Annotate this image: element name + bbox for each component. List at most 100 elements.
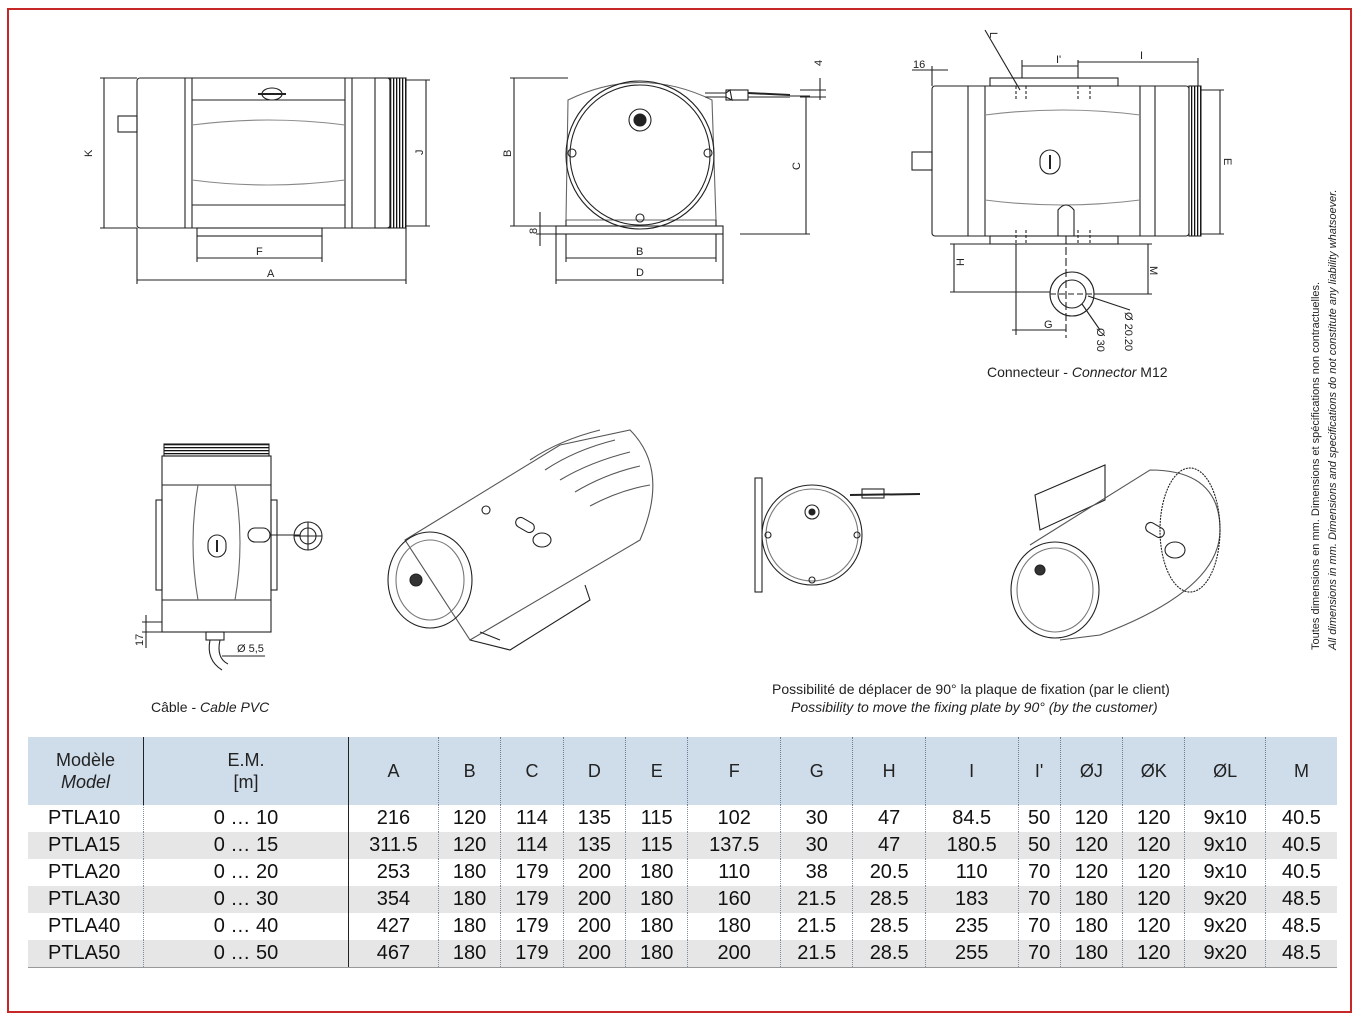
plate-caption-en: Possibility to move the fixing plate by … xyxy=(791,699,1158,715)
dim-label-d: D xyxy=(636,267,644,279)
cell: 180 xyxy=(437,886,501,913)
dim-label-17: 17 xyxy=(134,634,146,646)
cell: 120 xyxy=(1122,886,1185,913)
header-col: M xyxy=(1264,737,1337,805)
cell: 200 xyxy=(562,886,626,913)
cell: 180 xyxy=(437,859,501,886)
side-view-drawing xyxy=(510,77,826,284)
dim-label-c: C xyxy=(791,162,803,170)
dim-label-h: H xyxy=(955,258,967,266)
cell: 180 xyxy=(1059,886,1123,913)
cable-caption: Câble - Cable PVC xyxy=(151,699,270,715)
cell: 235 xyxy=(924,913,1018,940)
cell: 160 xyxy=(687,886,781,913)
dim-label-g: G xyxy=(1044,319,1053,331)
dim-label-i: I xyxy=(1140,50,1143,62)
small-side-view xyxy=(754,477,921,593)
cell: 9x10 xyxy=(1184,832,1266,859)
cell: 115 xyxy=(625,805,688,832)
dim-label-l: L xyxy=(987,32,999,38)
cell: 70 xyxy=(1017,940,1061,968)
cell: 9x20 xyxy=(1184,886,1266,913)
dim-label-j: J xyxy=(414,150,426,156)
cell: 70 xyxy=(1017,913,1061,940)
cell: 135 xyxy=(562,805,626,832)
cell: 115 xyxy=(625,832,688,859)
cell-model: PTLA50 xyxy=(28,940,144,968)
cell: 70 xyxy=(1017,859,1061,886)
cell: 9x20 xyxy=(1184,913,1266,940)
cell: 120 xyxy=(1122,913,1185,940)
bottom-view-drawing xyxy=(142,443,323,671)
table-row: PTLA20 0 … 20 253 180 179 200 180 110 38… xyxy=(28,859,1337,886)
dim-label-phi-55: Ø 5,5 xyxy=(237,643,264,655)
cell: 216 xyxy=(348,805,439,832)
isometric-view-1 xyxy=(387,429,654,651)
header-em: E.M. [m] xyxy=(143,737,349,805)
dim-label-a: A xyxy=(267,268,275,280)
dim-label-b-width: B xyxy=(636,246,643,258)
dim-label-16: 16 xyxy=(913,59,925,71)
disclaimer-en: All dimensions in mm. Dimensions and spe… xyxy=(1327,189,1339,650)
table-row: PTLA30 0 … 30 354 180 179 200 180 160 21… xyxy=(28,886,1337,913)
table-row: PTLA50 0 … 50 467 180 179 200 180 200 21… xyxy=(28,940,1337,968)
cell: 21.5 xyxy=(779,940,853,968)
header-col: H xyxy=(852,737,926,805)
cell: 110 xyxy=(687,859,781,886)
header-col: D xyxy=(562,737,626,805)
cell-model: PTLA10 xyxy=(48,807,121,829)
cell: 180 xyxy=(687,913,781,940)
top-view-drawing xyxy=(911,29,1224,338)
technical-drawings: K J F A B C 4 8 B D L 16 I' I E H M G Ø … xyxy=(83,29,1233,671)
cell-model: PTLA40 xyxy=(48,915,121,937)
cell: 9x10 xyxy=(1184,859,1266,886)
cell: 21.5 xyxy=(779,886,853,913)
dim-label-b-height: B xyxy=(502,150,514,157)
cell-em: 0 … 50 xyxy=(143,940,349,968)
header-col: E xyxy=(625,737,688,805)
cell: 200 xyxy=(562,940,626,968)
cell: 48.5 xyxy=(1264,913,1337,940)
cell: 179 xyxy=(500,859,564,886)
cell: 40.5 xyxy=(1264,805,1337,832)
cell: 102 xyxy=(687,805,781,832)
cell: 137.5 xyxy=(687,832,781,859)
disclaimer-note: Toutes dimensions en mm. Dimensions et s… xyxy=(1308,160,1352,650)
cell: 179 xyxy=(500,886,564,913)
cell: 200 xyxy=(687,940,781,968)
cell: 20.5 xyxy=(852,859,926,886)
dim-label-m: M xyxy=(1147,266,1159,275)
cell: 180 xyxy=(1059,913,1123,940)
header-col: F xyxy=(687,737,781,805)
cell: 179 xyxy=(500,913,564,940)
cell: 180 xyxy=(1059,940,1123,968)
cell: 120 xyxy=(437,832,501,859)
isometric-view-2 xyxy=(1010,464,1221,641)
cell: 200 xyxy=(562,859,626,886)
cell: 120 xyxy=(1122,859,1185,886)
cell: 120 xyxy=(1122,940,1185,968)
cell-model: PTLA20 xyxy=(48,861,121,883)
cell: 9x20 xyxy=(1184,940,1266,968)
dim-label-k: K xyxy=(83,149,95,157)
cell: 28.5 xyxy=(852,940,926,968)
cell-em: 0 … 40 xyxy=(143,913,349,940)
cell: 135 xyxy=(562,832,626,859)
cell: 183 xyxy=(924,886,1018,913)
cell: 84.5 xyxy=(924,805,1018,832)
cell: 180 xyxy=(625,940,688,968)
cell: 120 xyxy=(1059,859,1123,886)
header-col: B xyxy=(437,737,501,805)
dim-label-8: 8 xyxy=(528,228,540,234)
header-col: I xyxy=(924,737,1018,805)
cell: 255 xyxy=(924,940,1018,968)
cell: 9x10 xyxy=(1184,805,1266,832)
header-col: I' xyxy=(1017,737,1061,805)
cell: 467 xyxy=(348,940,439,968)
cell: 40.5 xyxy=(1264,832,1337,859)
table-row: PTLA10 0 … 10 216 120 114 135 115 102 30… xyxy=(28,805,1337,832)
cell: 354 xyxy=(348,886,439,913)
cell: 70 xyxy=(1017,886,1061,913)
cell: 311.5 xyxy=(348,832,439,859)
header-col: ØJ xyxy=(1059,737,1123,805)
